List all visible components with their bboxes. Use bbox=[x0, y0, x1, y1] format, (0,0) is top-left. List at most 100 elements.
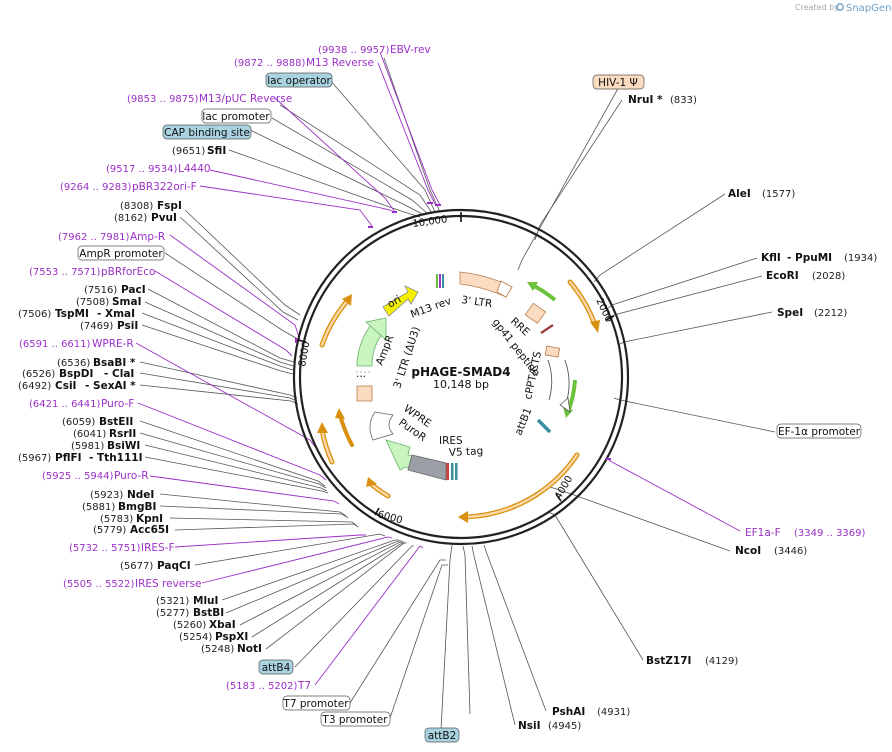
site-coord: (5677) bbox=[120, 561, 153, 572]
site-name: NruI * bbox=[628, 94, 663, 106]
feature-3ltr-right bbox=[459, 271, 513, 298]
site-coord: (5277) bbox=[156, 608, 189, 619]
label-ori: ori bbox=[386, 293, 404, 310]
cap-site-label: CAP binding site bbox=[164, 127, 250, 139]
site-name: NcoI bbox=[735, 545, 761, 557]
site-alt-name: - XmaI bbox=[97, 308, 135, 320]
box-lac-operator: lac operator bbox=[265, 72, 333, 88]
primer-m13-puc-coord: (9853 .. 9875) bbox=[127, 94, 199, 105]
site-coord: (6526) bbox=[22, 369, 55, 380]
box-ef1a-promoter: EF-1α promoter bbox=[776, 423, 862, 439]
site-coord: (4129) bbox=[705, 656, 738, 667]
watermark-brand: SnapGene bbox=[846, 3, 892, 14]
dots-label: ... bbox=[356, 368, 366, 380]
site-name: BmgBI bbox=[118, 501, 156, 513]
site-name: BstBI bbox=[193, 607, 224, 619]
primer-m13-reverse-coord: (9872 .. 9888) bbox=[234, 58, 306, 69]
box-ampr-promoter: AmpR promoter bbox=[77, 245, 165, 261]
primer-ef1a-f-coord: (3349 .. 3369) bbox=[794, 528, 866, 539]
snapgene-logo-icon bbox=[836, 3, 844, 11]
feature-cppt bbox=[544, 345, 571, 413]
site-name: SpeI bbox=[777, 307, 803, 319]
site-name: BstZ17I bbox=[646, 655, 691, 667]
site-coord: (9651) bbox=[172, 146, 205, 157]
site-name: NdeI bbox=[127, 489, 154, 501]
box-lac-promoter: lac promoter bbox=[201, 108, 272, 124]
site-coord: (5779) bbox=[93, 525, 126, 536]
ef1a-promoter-label: EF-1α promoter bbox=[778, 426, 861, 438]
t3-promoter-label: T3 promoter bbox=[321, 714, 388, 726]
site-name: SfiI bbox=[207, 145, 226, 157]
primer-l4440-name: L4440 bbox=[178, 163, 211, 175]
site-name: TspMI bbox=[55, 308, 89, 320]
tick-label-2000: 2000 bbox=[593, 297, 614, 325]
feature-ires bbox=[407, 454, 447, 481]
site-alt-name: - SexAI * bbox=[85, 380, 136, 392]
t7-promoter-label: T7 promoter bbox=[282, 698, 349, 710]
site-name: SmaI bbox=[112, 296, 142, 308]
feature-m13-marks bbox=[436, 274, 444, 288]
box-hiv1: HIV-1 Ψ bbox=[592, 74, 645, 90]
site-alt-name: - PpuMI bbox=[787, 252, 832, 264]
primer-wpre-r-name: WPRE-R bbox=[92, 338, 134, 350]
label-v5tag: V5 tag bbox=[449, 445, 484, 459]
site-name: MluI bbox=[193, 595, 218, 607]
site-name: CsiI bbox=[55, 380, 76, 392]
site-coord: (833) bbox=[670, 95, 697, 106]
outer-arrows bbox=[317, 279, 600, 523]
primer-puro-r-coord: (5925 .. 5944) bbox=[42, 471, 114, 482]
feature-v5 bbox=[446, 463, 458, 480]
feature-ori bbox=[382, 285, 419, 317]
site-coord: (6041) bbox=[73, 429, 106, 440]
primer-amp-r-coord: (7962 .. 7981) bbox=[58, 232, 130, 243]
primer-marks bbox=[295, 202, 611, 460]
site-coord: (8162) bbox=[114, 213, 147, 224]
site-name: PshAI bbox=[552, 706, 585, 718]
site-name: PvuI bbox=[151, 212, 177, 224]
feature-attb1 bbox=[536, 418, 552, 434]
box-attb4: attB4 bbox=[258, 659, 294, 675]
primer-ires-f-name: IRES-F bbox=[141, 542, 175, 554]
box-attb2: attB2 bbox=[424, 727, 460, 743]
site-coord: (7516) bbox=[84, 285, 117, 296]
plasmid-size: 10,148 bp bbox=[433, 378, 489, 391]
feature-3ltr-du3 bbox=[356, 385, 373, 402]
site-coord: (4945) bbox=[548, 721, 581, 732]
site-coord: (1577) bbox=[762, 189, 795, 200]
site-name: BsiWI bbox=[107, 440, 140, 452]
site-coord: (5248) bbox=[201, 644, 234, 655]
primer-ebv-rev-name: EBV-rev bbox=[390, 44, 431, 56]
site-coord: (4931) bbox=[597, 707, 630, 718]
primer-t7-name: T7 bbox=[297, 680, 311, 692]
site-name: PsiI bbox=[117, 320, 138, 332]
primer-puro-f-name: Puro-F bbox=[101, 398, 134, 410]
site-coord: (7508) bbox=[76, 297, 109, 308]
site-coord: (5981) bbox=[71, 441, 104, 452]
site-name: FspI bbox=[157, 200, 182, 212]
box-t7-promoter: T7 promoter bbox=[282, 695, 351, 711]
site-name: AleI bbox=[728, 188, 751, 200]
site-name: PspXI bbox=[215, 631, 248, 643]
site-coord: (7469) bbox=[80, 321, 113, 332]
primer-puro-r-name: Puro-R bbox=[114, 470, 149, 482]
site-coord: (8308) bbox=[120, 201, 153, 212]
primer-ef1a-f-name: EF1a-F bbox=[745, 527, 781, 539]
site-coord: (2212) bbox=[814, 308, 847, 319]
primer-m13-puc-name: M13/pUC Reverse bbox=[199, 93, 292, 105]
primer-wpre-r-coord: (6591 .. 6611) bbox=[19, 339, 91, 350]
feature-wpre bbox=[369, 411, 394, 441]
attb2-label: attB2 bbox=[428, 730, 457, 742]
site-name: KpnI bbox=[136, 513, 163, 525]
tick-label-10000: 10,000 bbox=[412, 214, 448, 230]
site-coord: (6536) bbox=[57, 358, 90, 369]
site-coord: (6059) bbox=[62, 417, 95, 428]
primer-ebv-rev-coord: (9938 .. 9957) bbox=[318, 45, 390, 56]
watermark-prefix: Created by bbox=[795, 3, 839, 12]
site-coord: (7506) bbox=[18, 309, 51, 320]
primer-t7-coord: (5183 .. 5202) bbox=[226, 681, 298, 692]
site-name: BspDI bbox=[59, 368, 93, 380]
primer-ires-f-coord: (5732 .. 5751) bbox=[69, 543, 141, 554]
tick-marks bbox=[297, 212, 615, 516]
site-coord: (2028) bbox=[812, 271, 845, 282]
